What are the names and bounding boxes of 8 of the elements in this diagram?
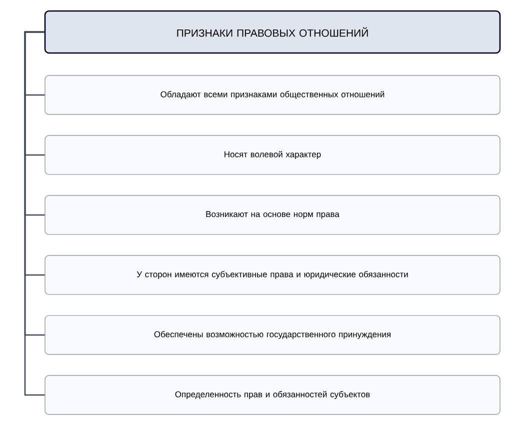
title-box: ПРИЗНАКИ ПРАВОВЫХ ОТНОШЕНИЙ: [44, 10, 501, 54]
feature-box: У сторон имеются субъективные права и юридические обязанности: [44, 255, 500, 295]
feature-box: Обеспечены возможностью государственного принуждения: [44, 315, 500, 355]
feature-box: Носят волевой характер: [44, 135, 500, 175]
connector-line: [24, 31, 45, 396]
feature-box: Возникают на основе норм права: [44, 195, 500, 235]
feature-box: Определенность прав и обязанностей субъектов: [44, 375, 500, 415]
feature-box: Обладают всеми признаками общественных отношений: [44, 75, 500, 115]
